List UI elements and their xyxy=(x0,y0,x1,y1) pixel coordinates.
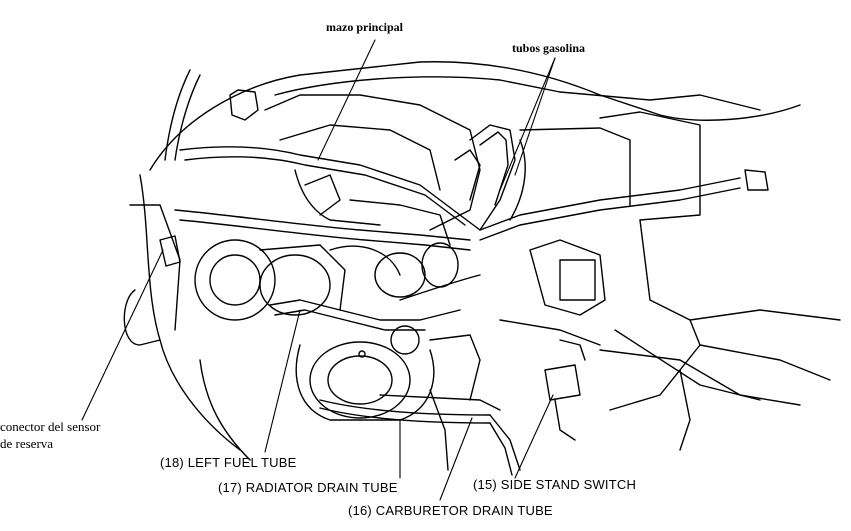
leader-tubos-gasolina xyxy=(499,57,556,191)
side-stand-assembly xyxy=(499,239,606,441)
leader-carburetor-drain xyxy=(439,417,473,501)
leader-side-stand xyxy=(514,394,554,479)
label-conector-sensor-line1: conector del sensor xyxy=(0,419,101,434)
wiring-harness xyxy=(159,69,769,267)
leader-conector-sensor xyxy=(81,249,164,421)
label-mazo-principal: mazo principal xyxy=(326,20,403,34)
label-carburetor-drain-tube: (16) CARBURETOR DRAIN TUBE xyxy=(348,503,553,518)
label-left-fuel-tube: (18) LEFT FUEL TUBE xyxy=(160,455,297,470)
label-tubos-gasolina: tubos gasolina xyxy=(512,41,586,55)
left-fairing xyxy=(123,174,251,461)
leader-tubos-gasolina-2 xyxy=(514,57,556,176)
crankcase-cover xyxy=(295,325,481,421)
label-conector-sensor-line2: de reserva xyxy=(0,436,54,451)
leader-mazo-principal xyxy=(317,39,376,161)
label-radiator-drain-tube: (17) RADIATOR DRAIN TUBE xyxy=(218,480,398,495)
label-side-stand-switch: (15) SIDE STAND SWITCH xyxy=(473,477,637,492)
drain-tubes xyxy=(319,389,521,476)
leader-left-fuel-tube xyxy=(264,309,301,453)
engine-block xyxy=(194,94,481,321)
fuel-hoses xyxy=(269,124,526,331)
leader-lines xyxy=(81,39,556,501)
frame-outline xyxy=(149,61,841,451)
